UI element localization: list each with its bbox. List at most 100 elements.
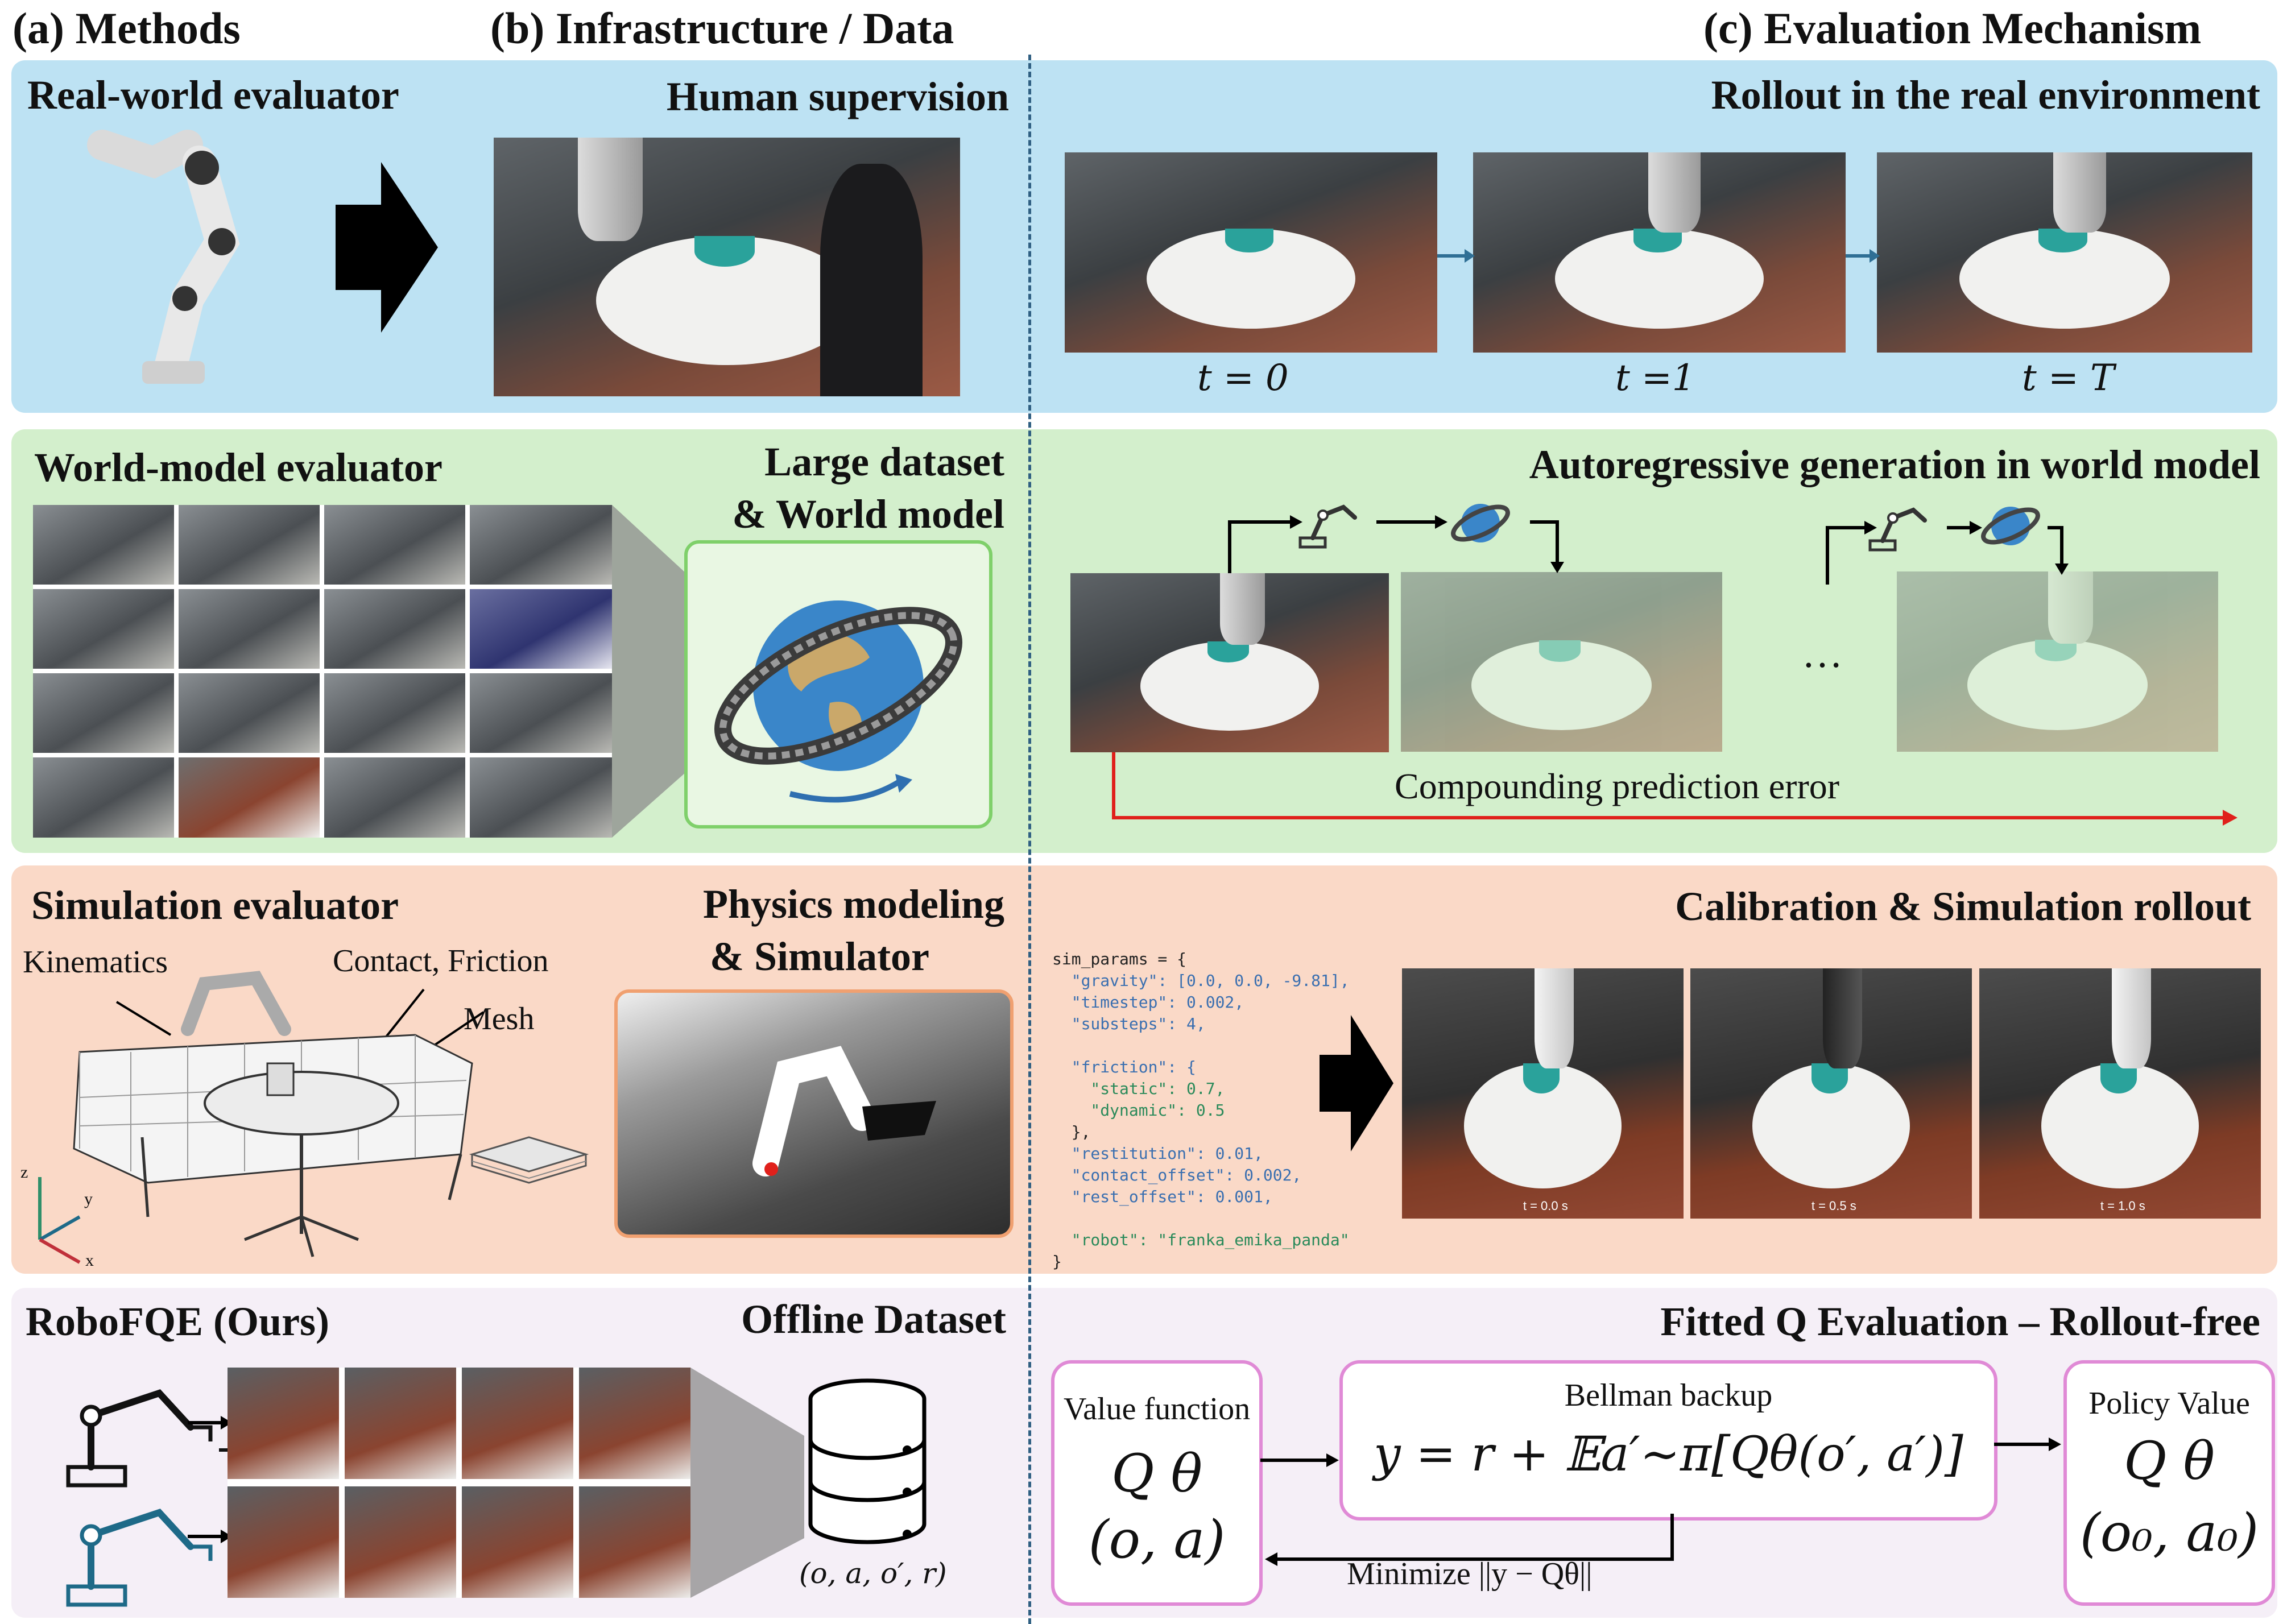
bellman-backup-box: Bellman backup y = r + 𝔼a′∼π[Qθ(o′, a′)] (1339, 1360, 1997, 1521)
simulation-evaluator-label: Simulation evaluator (31, 883, 399, 928)
simulator-label: & Simulator (710, 934, 929, 979)
code-line: } (1052, 1252, 1062, 1271)
sim-params-code: sim_params = { "gravity": [0.0, 0.0, -9.… (1052, 927, 1350, 1273)
franka-robot-icon (87, 130, 240, 384)
to-bellman-arrow (1260, 1453, 1339, 1467)
simulator-view (614, 989, 1014, 1238)
real-frame-0 (1065, 152, 1437, 353)
minimize-arrow (1265, 1514, 1674, 1566)
code-line: "gravity": [0.0, 0.0, -9.81], (1052, 971, 1350, 990)
wm-loop-arrows-2 (1826, 521, 2069, 585)
xyz-axes-icon (38, 1177, 81, 1264)
dataset-frame (228, 1368, 339, 1479)
zoom-trapezoid (612, 505, 686, 838)
dataset-thumbnail (470, 589, 612, 669)
dataset-frame (579, 1486, 690, 1598)
human-supervision-photo (494, 138, 960, 396)
offline-dataset-label: Offline Dataset (741, 1296, 1006, 1342)
sim-frame-time: t = 0.5 s (1811, 1198, 1856, 1213)
calibration-arrow (1320, 1015, 1393, 1151)
dataset-thumbnail (324, 589, 465, 669)
wm-loop-arrows-1 (1228, 515, 1564, 573)
code-line: "static": 0.7, (1052, 1079, 1225, 1098)
time-label-1: t =1 (1615, 357, 1695, 399)
sim-frame-2: t = 1.0 s (1979, 968, 2261, 1219)
dataset-thumbnail (324, 757, 465, 838)
dataset-tuple: (o, a, o′, r) (799, 1557, 947, 1590)
code-line: "restitution": 0.01, (1052, 1144, 1263, 1163)
dataset-thumbnail (324, 505, 465, 585)
to-dataset-arrows (188, 1416, 232, 1543)
policy-value-args: (o₀, a₀) (2079, 1502, 2259, 1563)
code-line: "dynamic": 0.5 (1052, 1101, 1225, 1120)
dataset-frame (462, 1486, 573, 1598)
bellman-title: Bellman backup (1564, 1378, 1773, 1413)
world-model-evaluator-label: World-model evaluator (34, 445, 442, 490)
large-dataset-label: Large dataset (764, 439, 1004, 484)
value-function-args: (o, a) (1088, 1509, 1226, 1570)
sim-frame-0: t = 0.0 s (1402, 968, 1684, 1219)
code-line: "friction": { (1052, 1058, 1196, 1076)
axis-x-label: x (85, 1251, 94, 1270)
dataset-frame (462, 1368, 573, 1479)
minimize-label: Minimize ||y − Qθ|| (1347, 1556, 1593, 1592)
dataset-thumbnail (470, 757, 612, 838)
fqe-label: Fitted Q Evaluation – Rollout-free (1660, 1299, 2260, 1344)
real-world-evaluator-label: Real-world evaluator (27, 72, 399, 118)
compounding-error-arrow (1112, 752, 2237, 826)
column-divider (1028, 55, 1031, 1624)
code-line: sim_params = { (1052, 950, 1187, 968)
wm-frame-real (1070, 573, 1389, 752)
autoregressive-label: Autoregressive generation in world model (1529, 442, 2260, 487)
time-label-0: t = 0 (1197, 357, 1289, 399)
dataset-frame (345, 1368, 456, 1479)
calibration-simulation-label: Calibration & Simulation rollout (1675, 884, 2251, 929)
right-arrow-icon (336, 162, 438, 333)
sim-frame-time: t = 1.0 s (2100, 1198, 2145, 1213)
rollout-arrow-2 (1846, 249, 1880, 263)
compounding-error-label: Compounding prediction error (1395, 766, 1840, 806)
dataset-frame (345, 1486, 456, 1598)
dataset-frame (228, 1486, 339, 1598)
value-function-box: Value function Q θ (o, a) (1051, 1360, 1263, 1606)
world-model-label: & World model (732, 491, 1004, 537)
sim-frame-time: t = 0.0 s (1523, 1198, 1568, 1213)
world-globe-icon (714, 600, 962, 803)
robofqe-label: RoboFQE (Ours) (26, 1299, 330, 1344)
wm-frame-generated-1 (1401, 572, 1722, 752)
dataset-thumbnail (33, 505, 174, 585)
mini-globe-icon (1451, 504, 1510, 542)
dataset-thumbnail (179, 589, 320, 669)
dataset-thumbnail (179, 673, 320, 753)
human-supervision-label: Human supervision (666, 74, 1009, 119)
bellman-equation: y = r + 𝔼a′∼π[Qθ(o′, a′)] (1374, 1426, 1963, 1482)
header-methods: (a) Methods (13, 3, 241, 53)
dataset-thumbnail (324, 673, 465, 753)
dataset-thumbnail (33, 673, 174, 753)
world-model-box (684, 540, 992, 828)
policy-robot-icon-teal (66, 1509, 213, 1607)
header-infrastructure: (b) Infrastructure / Data (490, 3, 954, 53)
real-frame-T (1877, 152, 2252, 353)
dataset-thumbnail (33, 589, 174, 669)
rollout-arrow-1 (1437, 249, 1475, 263)
offline-dataset-grid (228, 1368, 690, 1598)
policy-robot-icon-black (66, 1389, 228, 1488)
code-line: }, (1052, 1122, 1091, 1141)
code-line: "robot": "franka_emika_panda" (1052, 1231, 1350, 1249)
code-line: "substeps": 4, (1052, 1014, 1206, 1033)
time-label-T: t = T (2022, 357, 2115, 399)
person-silhouette (820, 163, 923, 396)
value-function-q: Q θ (1111, 1443, 1203, 1504)
wireframe-scene (73, 971, 589, 1257)
kinematics-label: Kinematics (23, 944, 168, 980)
contact-friction-label: Contact, Friction (333, 943, 549, 979)
sim-robot-icon (752, 1046, 936, 1176)
axis-y-label: y (84, 1190, 93, 1208)
real-rollout-label: Rollout in the real environment (1711, 72, 2260, 118)
axis-z-label: z (20, 1163, 28, 1182)
dataset-thumbnail (470, 673, 612, 753)
code-line: "contact_offset": 0.002, (1052, 1166, 1302, 1184)
dataset-frame (579, 1368, 690, 1479)
dataset-zoom-trapezoid (690, 1368, 804, 1598)
